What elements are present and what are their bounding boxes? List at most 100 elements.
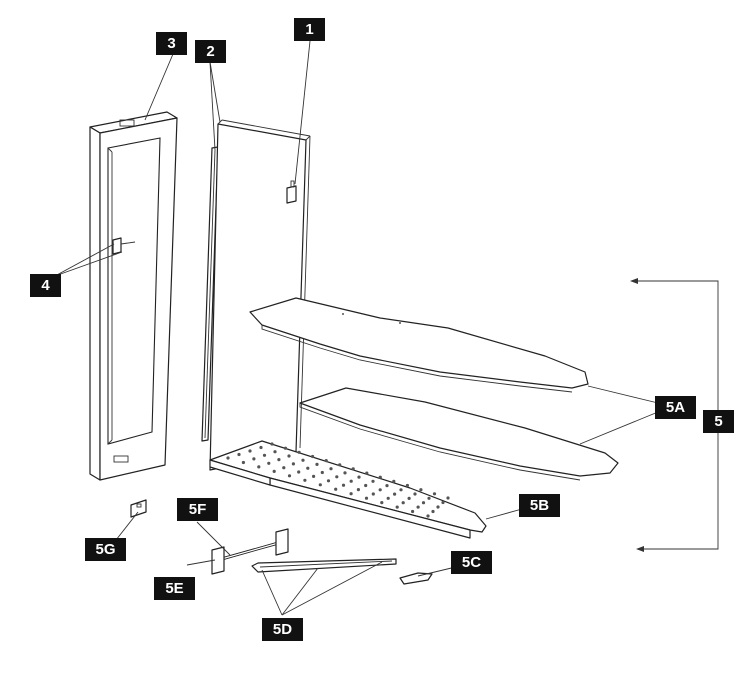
callout-2: 2 <box>195 40 226 63</box>
leader-lines <box>54 40 659 616</box>
board-hole <box>259 445 263 450</box>
arm-part-5D <box>251 558 397 573</box>
callout-1-label: 1 <box>305 21 313 38</box>
board-hole <box>371 479 375 483</box>
board-hole <box>432 492 437 496</box>
callout-5: 5 <box>703 410 734 433</box>
board-hole <box>407 496 411 500</box>
board-hole <box>262 453 267 457</box>
board-hole <box>413 492 417 496</box>
board-hole <box>427 496 431 500</box>
board-hole <box>421 501 426 505</box>
lower-board-part-5A <box>299 387 619 481</box>
board-hole <box>357 475 361 479</box>
board-hole <box>338 463 342 467</box>
board-hole <box>237 452 241 457</box>
callout-1: 1 <box>294 18 325 41</box>
board-hole <box>312 474 316 478</box>
board-hole <box>341 483 346 487</box>
upper-board-part-5A <box>249 297 589 393</box>
board-holes <box>226 442 450 518</box>
board-hole <box>324 459 328 463</box>
board-hole <box>349 492 353 496</box>
callout-3-label: 3 <box>167 35 175 52</box>
callout-5B-label: 5B <box>530 497 549 514</box>
frame-part-3 <box>89 111 178 481</box>
board-hole <box>335 475 339 479</box>
board-hole <box>252 457 256 461</box>
bracket-part-5G <box>130 499 147 518</box>
board-hole <box>392 479 396 483</box>
board-hole <box>378 488 382 492</box>
board-hole <box>334 487 338 491</box>
callout-5-label: 5 <box>714 413 722 430</box>
board-hole <box>329 467 333 471</box>
board-hole <box>385 484 389 488</box>
callout-5E: 5E <box>154 577 195 600</box>
board-hole <box>301 458 305 462</box>
board-hole <box>318 483 322 487</box>
back-panel-part-1 <box>209 119 311 471</box>
board-hole <box>349 479 353 483</box>
callout-5G-label: 5G <box>95 541 115 558</box>
callout-5F: 5F <box>177 498 218 521</box>
board-hole <box>257 465 261 469</box>
board-hole <box>287 474 292 478</box>
board-hole <box>380 501 384 505</box>
board-hole <box>364 483 368 488</box>
board-hole <box>393 492 397 496</box>
callout-3: 3 <box>156 32 187 55</box>
board-base-part-5B <box>209 440 487 539</box>
board-hole <box>283 446 288 450</box>
callout-5F-label: 5F <box>189 501 207 518</box>
callout-4: 4 <box>30 274 61 297</box>
clip-part-5C <box>399 572 433 585</box>
board-hole <box>395 505 399 509</box>
board-hole <box>272 469 276 473</box>
board-hole <box>411 509 415 514</box>
callout-5C-label: 5C <box>462 554 481 571</box>
board-hole <box>297 450 301 454</box>
board-hole <box>399 488 403 492</box>
board-hole <box>356 488 360 492</box>
callout-5E-label: 5E <box>165 580 183 597</box>
support-rod-part-5F <box>211 528 289 575</box>
rod-part-2 <box>201 146 219 442</box>
callout-5G: 5G <box>85 538 126 561</box>
callout-4-label: 4 <box>41 277 50 294</box>
board-hole <box>273 450 277 454</box>
board-hole <box>270 442 274 446</box>
callout-5D-label: 5D <box>273 621 292 638</box>
board-hole <box>226 456 230 460</box>
board-hole <box>386 496 390 500</box>
board-hole <box>291 462 295 466</box>
board-hole <box>378 475 382 479</box>
board-hole <box>405 483 409 488</box>
board-hole <box>431 509 435 514</box>
callout-2-label: 2 <box>206 43 214 60</box>
board-hole <box>436 505 440 509</box>
board-hole <box>364 496 369 500</box>
callout-5C: 5C <box>451 551 492 574</box>
callout-5A-label: 5A <box>666 399 685 416</box>
board-hole <box>351 467 355 471</box>
board-hole <box>248 449 252 453</box>
board-hole <box>446 496 450 500</box>
board-hole <box>241 460 245 465</box>
callout-5B: 5B <box>519 494 560 517</box>
board-hole <box>303 478 307 482</box>
board-hole <box>419 488 423 492</box>
board-hole <box>306 466 310 470</box>
board-hole <box>320 470 324 475</box>
board-hole <box>297 470 301 474</box>
board-hole <box>267 461 271 465</box>
board-hole <box>315 462 319 466</box>
board-hole <box>287 454 291 458</box>
board-hole <box>326 479 331 483</box>
board-hole <box>277 458 281 462</box>
board-hole <box>441 500 445 505</box>
board-hole <box>365 471 369 475</box>
board-hole <box>426 514 430 518</box>
board-hole <box>416 505 420 509</box>
